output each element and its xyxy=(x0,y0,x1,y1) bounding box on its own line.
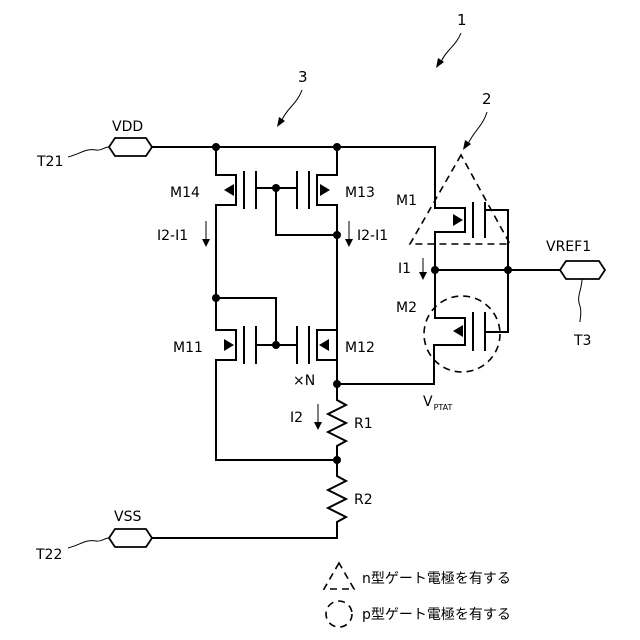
m14-body xyxy=(216,147,236,298)
current-i1-label: I1 xyxy=(398,261,411,277)
current-left-label: I2-I1 xyxy=(157,228,188,244)
t21-leader xyxy=(68,147,109,157)
m14-arrow xyxy=(224,184,234,196)
junction-m13-drain xyxy=(333,231,341,239)
legend-circle-icon xyxy=(326,601,352,627)
ref-number-1: 1 xyxy=(457,11,467,29)
ref-leader-3 xyxy=(282,90,302,120)
vss-label: VSS xyxy=(114,509,141,525)
m14-label: M14 xyxy=(170,185,200,201)
ref-leader-1 xyxy=(441,33,461,62)
r1-label: R1 xyxy=(354,416,373,432)
t22-label: T22 xyxy=(35,547,62,563)
m1-body xyxy=(435,208,465,270)
ref-number-2: 2 xyxy=(482,90,492,108)
m1-label: M1 xyxy=(396,193,417,209)
m13-label: M13 xyxy=(345,185,375,201)
vref-terminal xyxy=(560,261,605,279)
current-i1-arrow-head xyxy=(419,272,427,280)
r2-resistor xyxy=(328,460,346,538)
vss-terminal xyxy=(109,529,152,547)
current-left-arrow-head xyxy=(202,239,210,247)
m1-arrow xyxy=(453,214,463,226)
vptat-label: VPTAT xyxy=(423,394,453,412)
junction-gate-bottom xyxy=(272,341,280,349)
current-i2-arrow-head xyxy=(314,422,322,430)
m13-diode-wire xyxy=(276,188,337,235)
r1-resistor xyxy=(328,384,346,460)
t21-label: T21 xyxy=(36,154,63,170)
m11-label: M11 xyxy=(173,340,203,356)
m2-label: M2 xyxy=(396,300,417,316)
t3-label: T3 xyxy=(573,333,591,349)
m13-arrow xyxy=(320,184,330,196)
legend-triangle-icon xyxy=(324,563,354,589)
current-right-label: I2-I1 xyxy=(357,228,388,244)
t3-leader xyxy=(579,279,582,322)
m12-arrow xyxy=(319,339,329,351)
m11-arrow xyxy=(224,339,234,351)
node-n-label: ×N xyxy=(293,373,315,389)
ref-number-3: 3 xyxy=(298,68,308,86)
m11-diode-wire xyxy=(216,298,276,345)
current-i2-label: I2 xyxy=(290,410,303,426)
junction-gate-top xyxy=(272,184,280,192)
vref-label: VREF1 xyxy=(546,239,591,255)
vdd-label: VDD xyxy=(112,119,143,135)
t22-leader xyxy=(68,538,109,548)
ref-leader-2 xyxy=(468,112,487,144)
m2-gate-wire xyxy=(485,270,508,332)
ref-arrow-1 xyxy=(436,58,444,68)
ref-arrow-3 xyxy=(277,117,285,127)
r2-label: R2 xyxy=(354,492,373,508)
m12-label: M12 xyxy=(345,340,375,356)
m2-arrow xyxy=(453,325,463,337)
m11-body xyxy=(216,298,236,460)
vdd-terminal xyxy=(109,138,152,156)
m1-n-gate-triangle xyxy=(410,155,510,244)
vptat-subscript: PTAT xyxy=(434,403,453,412)
legend-p-gate-text: p型ゲート電極を有する xyxy=(362,607,511,623)
current-right-arrow-head xyxy=(345,239,353,247)
legend-n-gate-text: n型ゲート電極を有する xyxy=(362,571,511,587)
ref-arrow-2 xyxy=(463,140,471,150)
